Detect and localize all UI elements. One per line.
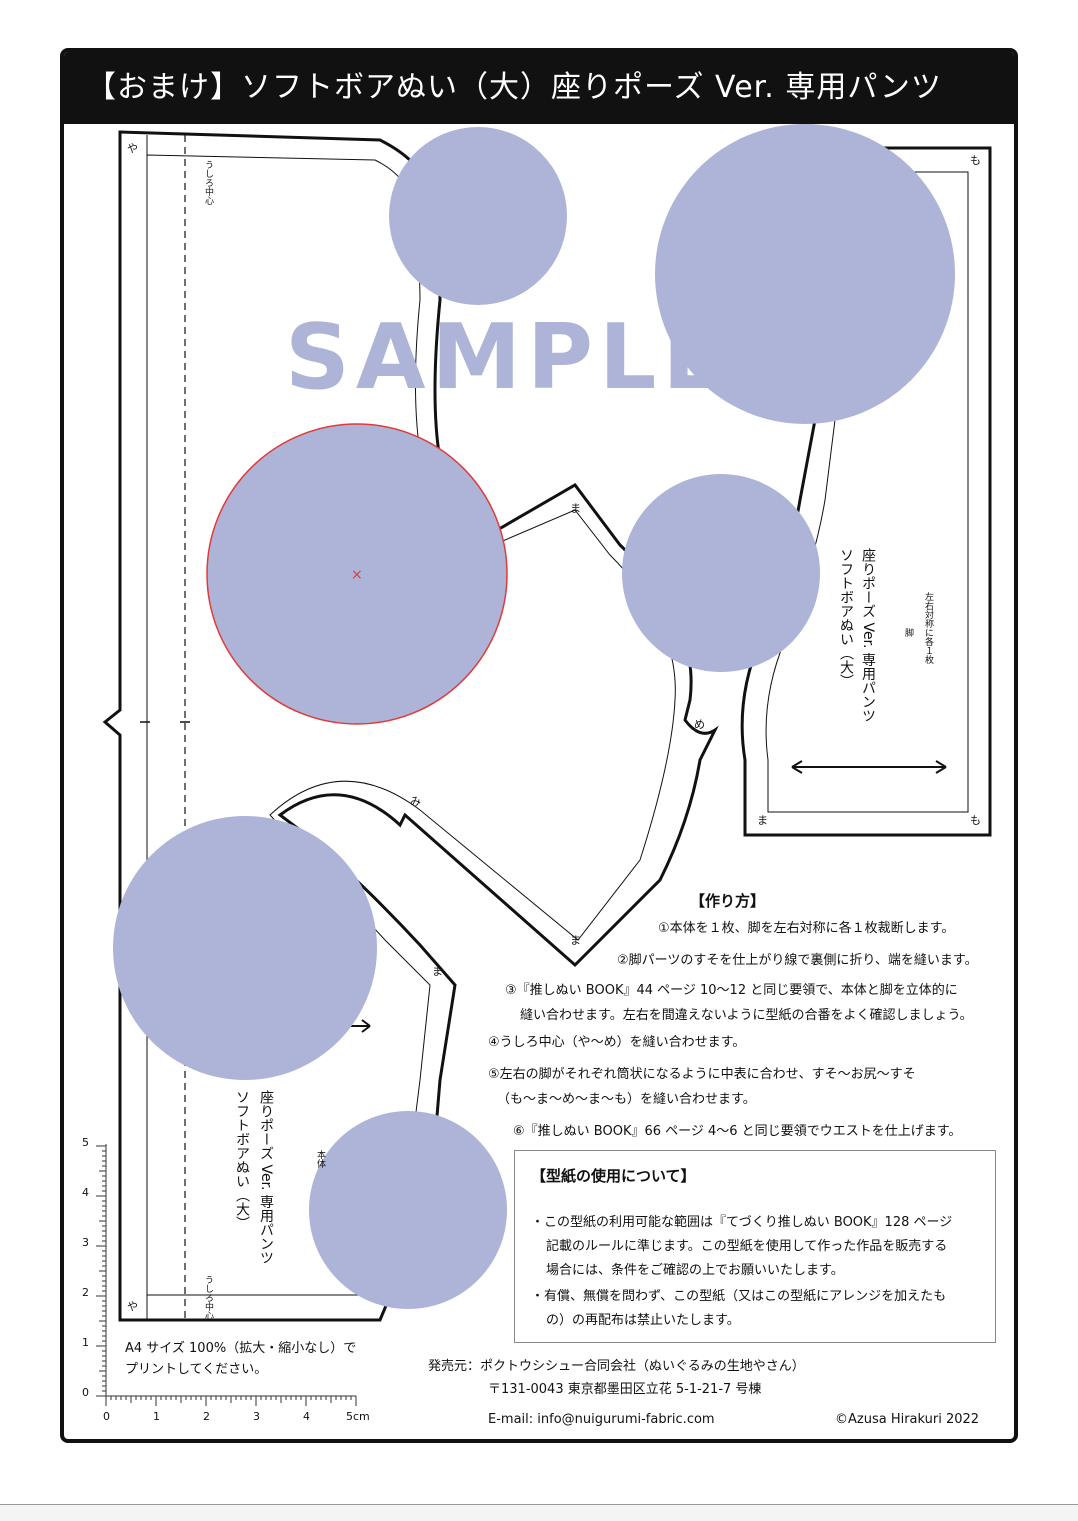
howto-step: ①本体を１枚、脚を左右対称に各１枚裁断します。 — [658, 921, 955, 936]
cover-circle — [309, 1111, 507, 1309]
leg-grain-arrow — [791, 760, 947, 774]
usage-line: 場合には、条件をご確認の上でお願いいたします。 — [546, 1263, 844, 1278]
leg-small-label: 脚 — [903, 628, 913, 637]
mark-me: め — [694, 718, 705, 731]
publisher-address: 〒131-0043 東京都墨田区立花 5-1-21-7 号棟 — [488, 1382, 762, 1397]
leg-count-label: 左右対称に各１枚 — [923, 592, 933, 664]
mark-ya-bottom: や — [127, 1300, 138, 1313]
ruler-label: 4 — [303, 1410, 310, 1423]
body-small-label: 本体 — [315, 1150, 325, 1168]
mark-ma: ま — [432, 965, 443, 978]
ruler-label: 0 — [103, 1410, 110, 1423]
cover-circle — [622, 474, 820, 672]
usage-line: ・有償、無償を問わず、この型紙（又はこの型紙にアレンジを加えたも — [531, 1289, 947, 1304]
usage-line: 記載のルールに準じます。この型紙を使用して作った作品を販売する — [546, 1239, 948, 1254]
copyright: ©Azusa Hirakuri 2022 — [835, 1412, 980, 1427]
ruler-vlabel: 2 — [82, 1286, 89, 1299]
page-title: 【おまけ】ソフトボアぬい（大）座りポーズ Ver. 専用パンツ — [64, 52, 1014, 124]
svg-text:×: × — [351, 567, 363, 583]
cover-circle — [206, 423, 508, 725]
center-back-label-bottom: うしろ中心 — [203, 1275, 213, 1320]
howto-title: 【作り方】 — [690, 892, 766, 910]
ruler-label: 3 — [253, 1410, 260, 1423]
usage-title: 【型紙の使用について】 — [531, 1167, 696, 1185]
usage-line: の）の再配布は禁止いたします。 — [546, 1313, 740, 1328]
usage-line: ・この型紙の利用可能な範囲は『てづくり推しぬい BOOK』128 ページ — [531, 1215, 953, 1230]
howto-step: ④うしろ中心（や～め）を縫い合わせます。 — [488, 1035, 746, 1050]
ruler-vlabel: 4 — [82, 1186, 89, 1199]
howto-step: ②脚パーツのすそを仕上がり線で裏側に折り、端を縫います。 — [617, 953, 978, 968]
ruler-vlabel: 1 — [82, 1336, 89, 1349]
ruler — [96, 1144, 357, 1406]
mark-mi: み — [410, 795, 421, 808]
usage-box: 【型紙の使用について】 ・この型紙の利用可能な範囲は『てづくり推しぬい BOOK… — [514, 1150, 996, 1343]
mark-mo: も — [970, 814, 981, 827]
mark-ya-top: や — [127, 142, 138, 155]
center-back-label-top: うしろ中心 — [203, 160, 213, 205]
body-label-name: ソフトボアぬい（大） — [234, 1090, 250, 1230]
print-note: A4 サイズ 100%（拡大・縮小なし）で — [125, 1341, 357, 1356]
sample-watermark: SAMPLE — [285, 305, 730, 410]
leg-label-name: ソフトボアぬい（大） — [838, 548, 854, 688]
howto-step: （も～ま～め～ま～も）を縫い合わせます。 — [497, 1092, 756, 1107]
cover-circle — [113, 816, 377, 1080]
print-note: プリントしてください。 — [125, 1362, 268, 1377]
mark-ma: ま — [570, 502, 581, 515]
publisher-label: 発売元：ポクトウシシュー合同会社（ぬいぐるみの生地やさん） — [428, 1359, 805, 1374]
cover-circle — [389, 127, 567, 305]
ruler-vlabel: 5 — [82, 1136, 89, 1149]
ruler-label: 1 — [153, 1410, 160, 1423]
howto-step: 縫い合わせます。左右を間違えないように型紙の合番をよく確認しましょう。 — [520, 1008, 973, 1023]
ruler-label: 2 — [203, 1410, 210, 1423]
howto-step: ③『推しぬい BOOK』44 ページ 10～12 と同じ要領で、本体と脚を立体的… — [505, 983, 958, 998]
ruler-vlabel: 3 — [82, 1236, 89, 1249]
leg-label-pose: 座りポーズ Ver. 専用パンツ — [860, 548, 876, 723]
body-label-pose: 座りポーズ Ver. 専用パンツ — [258, 1090, 274, 1265]
ruler-label: 5cm — [346, 1410, 370, 1423]
publisher-email: E-mail: info@nuigurumi-fabric.com — [488, 1412, 715, 1427]
mark-ma: ま — [570, 934, 581, 947]
mark-ma: ま — [757, 814, 768, 827]
cover-circle — [655, 124, 955, 424]
ruler-vlabel: 0 — [82, 1386, 89, 1399]
bottom-edge — [0, 1504, 1078, 1521]
mark-mo: も — [970, 154, 981, 167]
howto-step: ⑤左右の脚がそれぞれ筒状になるように中表に合わせ、すそ～お尻～すそ — [488, 1067, 916, 1082]
howto-step: ⑥『推しぬい BOOK』66 ページ 4～6 と同じ要領でウエストを仕上げます。 — [513, 1124, 962, 1139]
